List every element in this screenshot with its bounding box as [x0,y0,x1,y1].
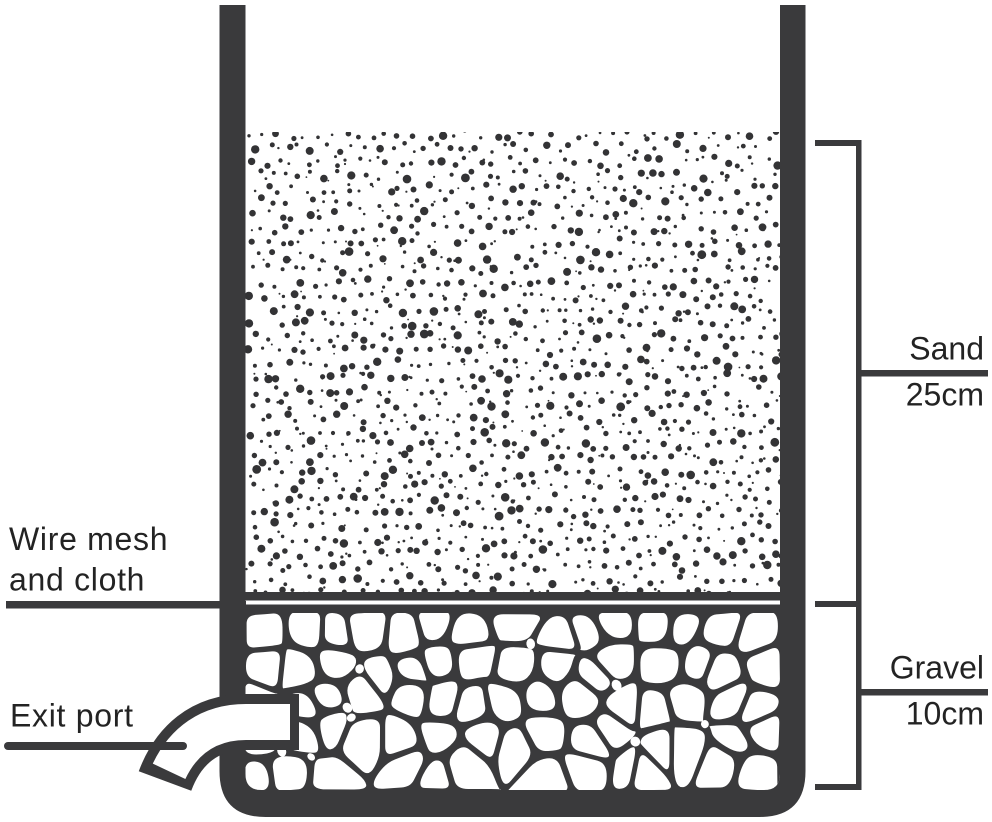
svg-text:10cm: 10cm [906,696,984,732]
svg-text:Wire mesh: Wire mesh [9,521,168,557]
svg-text:and cloth: and cloth [9,562,145,598]
svg-text:Gravel: Gravel [890,650,984,686]
svg-text:Exit port: Exit port [10,698,134,734]
svg-text:Sand: Sand [909,331,984,367]
svg-text:25cm: 25cm [906,377,984,413]
